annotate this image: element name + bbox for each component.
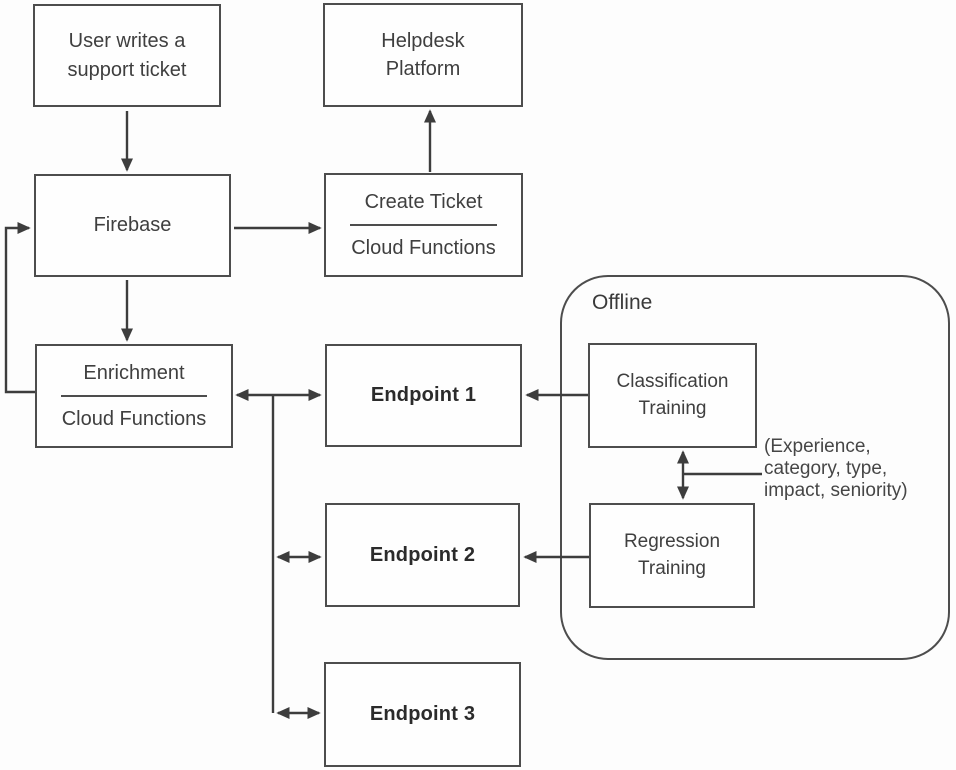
node-endpoint-2-label: Endpoint 2 bbox=[369, 543, 476, 566]
node-endpoint-3: Endpoint 3 bbox=[324, 662, 521, 767]
features-annotation: (Experience, category, type, impact, sen… bbox=[764, 436, 956, 502]
node-regression-training: Regression Training bbox=[589, 503, 755, 608]
node-enrichment-cloud-functions: Enrichment Cloud Functions bbox=[35, 344, 233, 448]
create-ticket-divider bbox=[350, 224, 497, 226]
node-create-ticket-subtitle: Cloud Functions bbox=[351, 237, 496, 259]
node-endpoint-2: Endpoint 2 bbox=[325, 503, 520, 607]
node-firebase: Firebase bbox=[34, 174, 231, 277]
features-annotation-line1: (Experience, bbox=[764, 436, 871, 457]
node-classification-training: Classification Training bbox=[588, 343, 757, 448]
node-enrichment-title: Enrichment bbox=[83, 361, 185, 384]
node-enrichment-subtitle: Cloud Functions bbox=[61, 408, 207, 430]
arrow-enrichment-loop-to-firebase bbox=[4, 221, 35, 394]
node-user-writes-ticket: User writes a support ticket bbox=[33, 4, 221, 107]
features-annotation-line2: category, type, bbox=[764, 458, 888, 479]
node-create-ticket-cloud-functions: Create Ticket Cloud Functions bbox=[324, 173, 523, 277]
node-create-ticket-title: Create Ticket bbox=[364, 190, 483, 213]
node-classification-label-line2: Training bbox=[638, 397, 707, 419]
offline-group-container: Offline bbox=[560, 275, 950, 660]
node-endpoint-1-label: Endpoint 1 bbox=[370, 384, 477, 407]
node-regression-label-line1: Regression bbox=[623, 530, 721, 552]
node-helpdesk-platform: Helpdesk Platform bbox=[323, 3, 523, 107]
node-firebase-label: Firebase bbox=[93, 214, 172, 237]
enrichment-divider bbox=[61, 395, 207, 397]
node-user-label-line2: support ticket bbox=[67, 58, 187, 81]
node-helpdesk-label-line1: Helpdesk bbox=[381, 29, 465, 52]
node-classification-label-line1: Classification bbox=[616, 370, 729, 392]
node-endpoint-1: Endpoint 1 bbox=[325, 344, 522, 447]
node-user-label-line1: User writes a bbox=[68, 30, 186, 53]
features-annotation-line3: impact, seniority) bbox=[764, 480, 908, 501]
offline-group-label: Offline bbox=[592, 291, 653, 314]
node-helpdesk-label-line2: Platform bbox=[385, 58, 461, 80]
node-regression-label-line2: Training bbox=[638, 557, 706, 579]
node-endpoint-3-label: Endpoint 3 bbox=[369, 703, 476, 726]
